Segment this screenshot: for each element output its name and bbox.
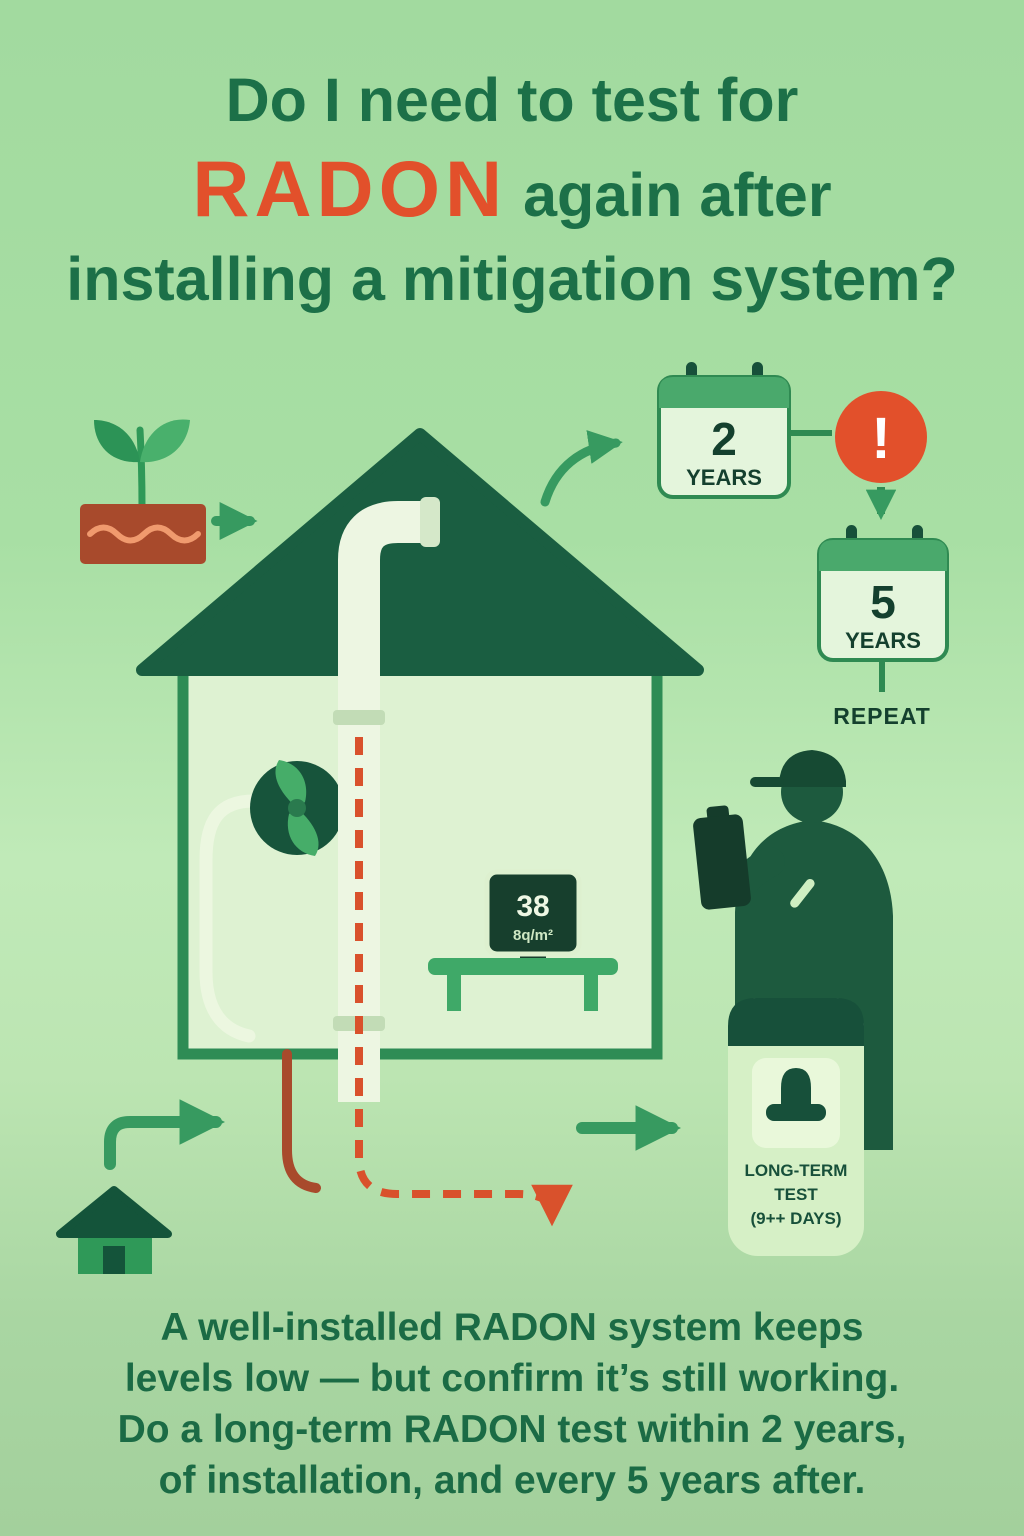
- footer-line-2: levels low — but confirm it’s still work…: [124, 1357, 900, 1401]
- footer-line-4: of installation, and every 5 years after…: [158, 1459, 866, 1503]
- bench-leg-right: [584, 975, 598, 1011]
- calendar-2-label: YEARS: [686, 465, 762, 490]
- pipe-run: [338, 501, 424, 1102]
- plant-leaf-right: [140, 419, 190, 463]
- alert-icon: !: [835, 391, 927, 483]
- plant-leaf-left: [94, 420, 140, 463]
- title-line-2-rest: again after: [523, 161, 832, 230]
- test-kit-label-1: LONG-TERM: [745, 1161, 848, 1180]
- arrow-bottom-left: [104, 1099, 226, 1170]
- house-roof: [136, 428, 704, 676]
- monitor-unit: 8q/m²: [513, 927, 553, 944]
- plant-stem: [136, 426, 146, 512]
- radon-flow-dashed-arrow: [355, 737, 573, 1227]
- long-term-test-kit: LONG-TERM TEST (9++ DAYS): [728, 998, 864, 1256]
- fan-blades-icon: [275, 760, 319, 856]
- soil-radon-wave: [87, 524, 201, 544]
- calendar-5-value: 5: [870, 576, 896, 628]
- calendar-2-value: 2: [711, 413, 737, 465]
- test-kit-label-3: (9++ DAYS): [750, 1209, 841, 1228]
- arrow-house-to-2-years: [540, 430, 623, 507]
- tablet-icon: [693, 805, 751, 910]
- house-wall: [177, 662, 663, 1060]
- calendar-5-years-icon: 5 YEARS: [817, 525, 949, 662]
- footer-line-1: A well-installed RADON system keeps: [160, 1306, 864, 1349]
- person-cap: [779, 750, 846, 787]
- detector-icon-dome: [781, 1068, 811, 1106]
- cap-brim: [750, 777, 784, 787]
- title-line-3: installing a mitigation system?: [66, 244, 958, 313]
- radon-highlight: RADON: [192, 144, 508, 234]
- bench-top: [428, 958, 618, 975]
- house-illustration: 38 8q/m²: [177, 662, 663, 1060]
- calendar-2-years-icon: 2 YEARS: [657, 362, 791, 499]
- alert-exclamation: !: [871, 406, 890, 471]
- small-house-icon: [56, 1186, 172, 1274]
- test-kit-label-2: TEST: [774, 1185, 818, 1204]
- detector-icon-base: [766, 1104, 826, 1121]
- radon-monitor: [484, 869, 582, 957]
- pen-icon: [790, 878, 815, 908]
- repeat-label: REPEAT: [833, 703, 931, 729]
- bench-leg-left: [447, 975, 461, 1011]
- test-kit-cap: [728, 998, 864, 1046]
- title-line-1: Do I need to test for: [225, 66, 799, 134]
- pipe-coupling-upper: [333, 710, 385, 725]
- monitor-value: 38: [516, 890, 549, 923]
- soil-and-plant-icon: [80, 419, 206, 564]
- footer-text: A well-installed RADON system keeps leve…: [0, 1302, 1024, 1506]
- underground-pipe: [282, 1049, 321, 1193]
- calendar-5-label: YEARS: [845, 628, 921, 653]
- fan-cable: [199, 794, 263, 1043]
- footer-line-3: Do a long-term RADON test within 2 years…: [117, 1408, 907, 1452]
- pipe-outlet-cap: [420, 497, 440, 547]
